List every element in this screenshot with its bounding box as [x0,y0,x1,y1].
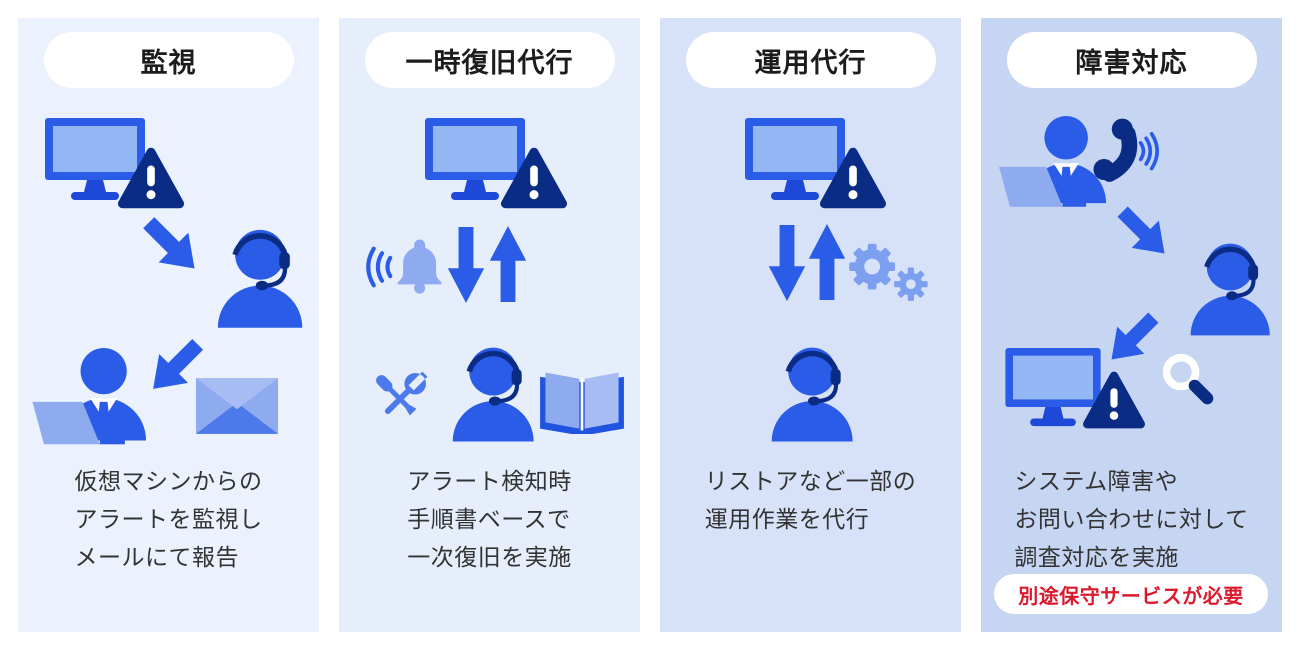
description-line: 調査対応を実施 [1014,544,1179,570]
business-person-laptop-icon [32,348,158,452]
panel-description: システム障害や お問い合わせに対して 調査対応を実施 [981,462,1282,576]
panel-description: リストアなど一部の 運用作業を代行 [660,462,961,538]
arrow-up-icon [808,220,846,304]
description-line: 仮想マシンからの [74,468,263,494]
operator-headset-icon [768,338,860,442]
warning-triangle-icon [818,146,888,210]
envelope-icon [196,378,278,434]
description-line: 一次復旧を実施 [407,544,572,570]
gears-icon [844,240,932,302]
arrow-down-right-icon [1111,200,1175,264]
arrow-down-icon [447,224,485,306]
panel-title: 監視 [140,47,197,78]
description-line: メールにて報告 [74,544,239,570]
panel-description: 仮想マシンからの アラートを監視し メールにて報告 [18,462,319,576]
operator-headset-icon [449,338,541,442]
note-badge-label: 別途保守サービスが必要 [1018,585,1244,608]
description-line: お問い合わせに対して [1014,506,1249,532]
panel-title-pill: 監視 [43,32,294,88]
panel-title: 障害対応 [1075,47,1188,78]
operator-headset-icon [1187,234,1277,336]
panel-monitoring: 監視 仮想マシンからの アラートを監視し メールにて報告 [18,18,319,632]
description-line: 運用作業を代行 [704,506,870,532]
warning-triangle-icon [499,146,569,210]
panel-operation-agency: 運用代行 リストアなど一部の 運用作業を代行 [660,18,961,632]
arrow-down-left-icon [1101,306,1165,370]
panel-temporary-recovery: 一時復旧代行 アラート検知時 手順書ベースで 一次復旧を実施 [339,18,640,632]
open-book-icon [539,368,625,434]
arrow-down-icon [768,222,806,304]
description-line: リストアなど一部の [704,468,917,494]
ringing-bell-icon [361,234,447,300]
panel-title-pill: 障害対応 [1006,32,1257,88]
description-line: システム障害や [1014,468,1179,494]
tools-icon [367,366,433,432]
description-line: アラート検知時 [407,468,572,494]
note-badge: 別途保守サービスが必要 [994,574,1268,614]
operator-headset-icon [214,220,310,328]
warning-triangle-icon [1081,370,1147,430]
panel-title: 一時復旧代行 [405,47,574,78]
arrow-up-icon [489,222,527,306]
panel-failure-response: 障害対応 システム障害や お問い合わせに対して 調査対応を実施 別途保守サービス… [981,18,1282,632]
panel-title-pill: 一時復旧代行 [364,32,615,88]
panel-title: 運用代行 [754,47,867,78]
ringing-phone-icon [1093,116,1159,190]
panel-description: アラート検知時 手順書ベースで 一次復旧を実施 [339,462,640,576]
description-line: 手順書ベースで [407,506,571,532]
description-line: アラートを監視し [74,506,263,532]
arrow-down-right-icon [136,210,206,280]
warning-triangle-icon [116,146,186,210]
panel-title-pill: 運用代行 [685,32,936,88]
magnifier-icon [1159,350,1215,406]
